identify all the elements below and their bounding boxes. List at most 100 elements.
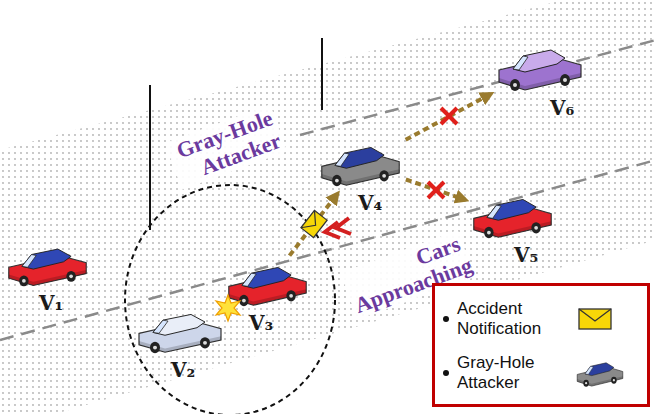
- message-arrow: [406, 180, 465, 200]
- car-wheel: [239, 295, 248, 306]
- car-windshield: [335, 153, 349, 166]
- car-wheel: [583, 380, 589, 387]
- cross-stroke: [428, 182, 444, 198]
- car-side: [9, 270, 86, 285]
- car-wheel: [66, 271, 75, 282]
- car-wheel: [510, 79, 520, 91]
- car-hubcap: [203, 341, 207, 345]
- car-wheel: [484, 227, 493, 238]
- car-wheel: [286, 290, 295, 301]
- car-windshield: [22, 255, 36, 268]
- car-hubcap: [487, 231, 491, 235]
- car-side: [474, 221, 551, 237]
- car-icon: [5, 240, 90, 290]
- approach-chevron: [336, 218, 351, 234]
- vehicle-label: V₅: [514, 244, 538, 266]
- bullet-dot: [443, 316, 449, 322]
- car-icon: [135, 305, 225, 357]
- car-wheel: [19, 275, 28, 286]
- vehicle-node: V₆: [495, 40, 585, 95]
- car-hubcap: [382, 174, 386, 178]
- car-windshield: [487, 205, 501, 218]
- car-icon: [318, 138, 403, 190]
- car-windshield: [513, 56, 528, 70]
- envelope-body: [579, 309, 611, 329]
- car-wheel: [611, 377, 617, 384]
- car-roof: [22, 249, 71, 269]
- vehicle-node: V₅: [470, 190, 555, 242]
- car-side: [499, 73, 581, 90]
- car-roof: [585, 363, 614, 376]
- car-hubcap: [22, 279, 26, 283]
- cross-stroke: [428, 182, 444, 198]
- blocked-mark: [441, 108, 457, 124]
- legend-box: Accident NotificationGray-Hole Attacker: [432, 283, 650, 407]
- car-windshield: [242, 273, 256, 286]
- message-arrow: [289, 194, 337, 256]
- envelope-flap: [301, 210, 322, 233]
- legend-text: Accident Notification: [457, 299, 565, 338]
- transmission-range: [125, 185, 335, 414]
- vehicle-label: V₆: [550, 97, 574, 119]
- car-side: [229, 289, 306, 305]
- car-wheel: [531, 222, 540, 233]
- car-hubcap: [289, 294, 293, 298]
- legend-bullet: [441, 314, 451, 324]
- car-side: [139, 336, 221, 352]
- car-icon: [575, 357, 625, 389]
- vehicle-label: V₂: [171, 359, 195, 381]
- car-icon: [470, 190, 555, 242]
- car-hubcap: [513, 83, 517, 87]
- cross-stroke: [441, 108, 457, 124]
- envelope-icon: [301, 210, 327, 237]
- envelope-flap: [579, 309, 611, 321]
- message-arrow: [406, 94, 491, 140]
- vehicle-node: V₂: [135, 305, 225, 357]
- vehicle-label: V₄: [358, 192, 382, 214]
- car-hubcap: [585, 382, 587, 384]
- legend-entry: Accident Notification: [441, 292, 641, 346]
- car-wheel: [560, 74, 570, 86]
- car-hubcap: [69, 275, 73, 279]
- envelope-body: [301, 210, 327, 237]
- bullet-dot: [443, 370, 449, 376]
- car-wheel: [379, 170, 388, 181]
- car-hubcap: [335, 179, 339, 183]
- car-roof: [335, 147, 384, 168]
- car-roof: [242, 267, 291, 288]
- legend-text: Gray-Hole Attacker: [457, 353, 565, 392]
- car-roof: [513, 50, 565, 72]
- car-roof: [153, 314, 205, 335]
- car-hubcap: [153, 346, 157, 350]
- car-windshield: [153, 320, 168, 333]
- car-hubcap: [534, 226, 538, 230]
- range-marker: [149, 85, 151, 230]
- collision-star: [216, 295, 240, 321]
- car-wheel: [332, 175, 341, 186]
- car-hubcap: [242, 299, 246, 303]
- car-side: [577, 376, 623, 386]
- vehicle-node: V₁: [5, 240, 90, 290]
- car-icon: [225, 258, 310, 310]
- range-marker: [321, 38, 323, 110]
- blocked-mark: [428, 182, 444, 198]
- vehicle-label: V₃: [249, 312, 273, 334]
- legend-bullet: [441, 368, 451, 378]
- car-wheel: [200, 337, 210, 348]
- vehicle-node: V₃: [225, 258, 310, 310]
- car-hubcap: [613, 379, 615, 381]
- vehicle-label: V₁: [39, 292, 63, 314]
- vehicle-node: V₄: [318, 138, 403, 190]
- envelope-icon: [575, 305, 615, 333]
- car-windshield: [585, 366, 593, 374]
- car-side: [322, 169, 399, 185]
- car-wheel: [150, 342, 160, 353]
- lane-line: [300, 40, 656, 135]
- car-hubcap: [563, 78, 567, 82]
- cross-stroke: [441, 108, 457, 124]
- annotation-label: Gray-Hole Attacker: [165, 104, 287, 189]
- car-icon: [495, 40, 585, 95]
- car-roof: [487, 199, 536, 220]
- legend-entry: Gray-Hole Attacker: [441, 346, 641, 400]
